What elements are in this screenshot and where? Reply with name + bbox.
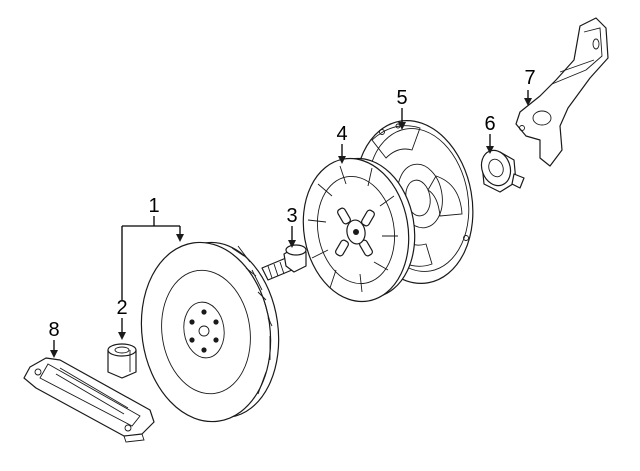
cover-plate-part bbox=[23, 357, 155, 443]
callout-4: 4 bbox=[336, 123, 347, 145]
clutch-disc-part bbox=[302, 157, 416, 303]
callout-1: 1 bbox=[148, 195, 159, 217]
callout-3: 3 bbox=[286, 205, 297, 227]
release-fork-part bbox=[515, 17, 609, 167]
callout-5: 5 bbox=[396, 87, 407, 109]
callout-labels: 1 2 3 4 5 6 7 8 bbox=[48, 67, 535, 341]
callout-6: 6 bbox=[484, 113, 495, 135]
leader-1 bbox=[121, 216, 181, 300]
flywheel-part bbox=[140, 241, 280, 423]
pilot-bearing-part bbox=[107, 343, 137, 379]
flywheel-bolt-part bbox=[261, 244, 307, 281]
callout-7: 7 bbox=[524, 67, 535, 89]
callout-leaders bbox=[50, 90, 532, 358]
callout-8: 8 bbox=[48, 319, 59, 341]
release-bearing-part bbox=[480, 149, 525, 193]
callout-2: 2 bbox=[116, 297, 127, 319]
